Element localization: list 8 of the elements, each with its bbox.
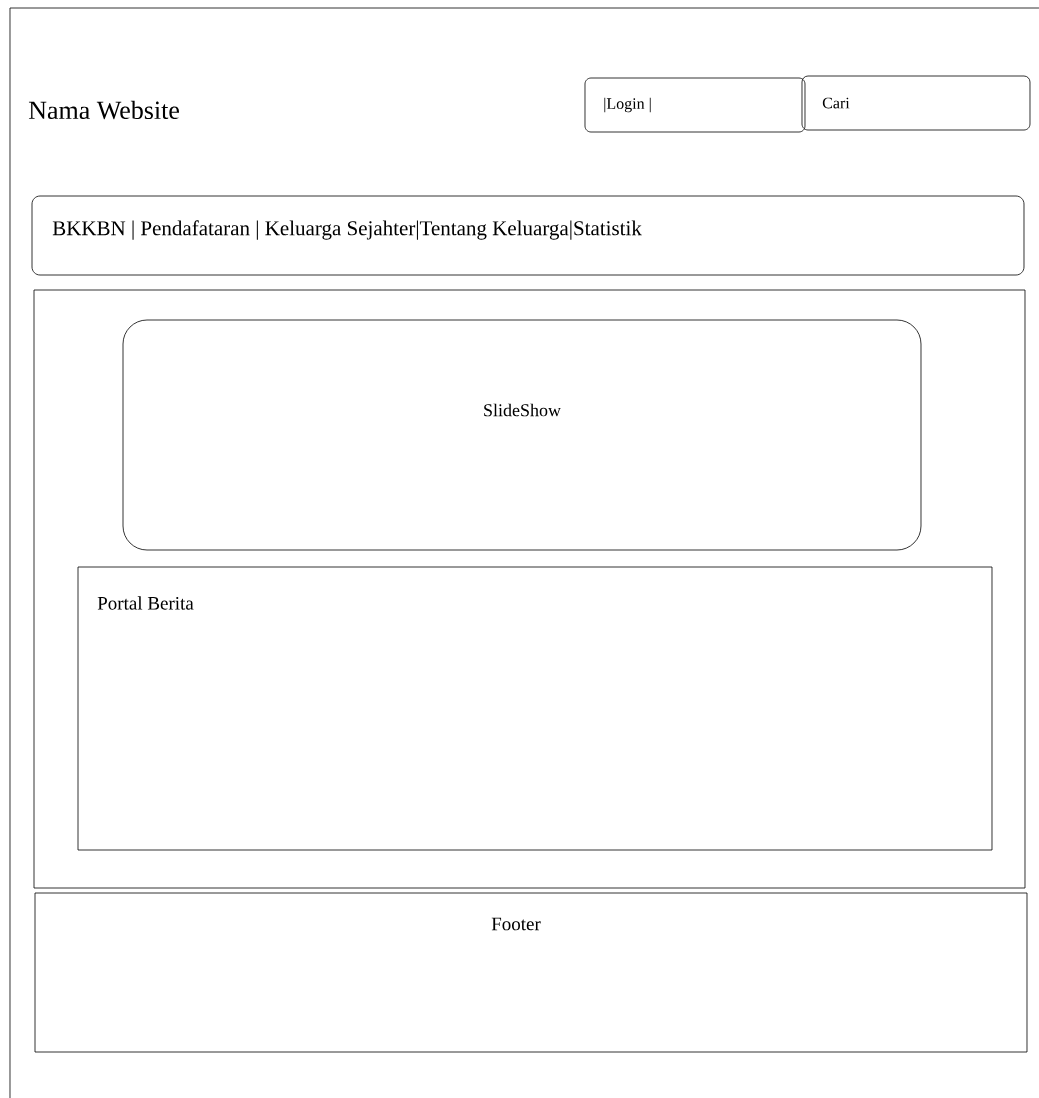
footer-box: Footer <box>34 892 1028 1053</box>
news-portal-box: Portal Berita <box>77 566 993 851</box>
slideshow-box: SlideShow <box>122 319 922 551</box>
navigation-bar: BKKBN | Pendafataran | Keluarga Sejahter|Tentang Keluarga|Statistik <box>31 195 1025 276</box>
search-field: Cari <box>801 75 1031 131</box>
site-title: Nama Website <box>28 100 179 120</box>
content-panel <box>33 289 1026 889</box>
login-field: |Login | <box>584 77 806 133</box>
